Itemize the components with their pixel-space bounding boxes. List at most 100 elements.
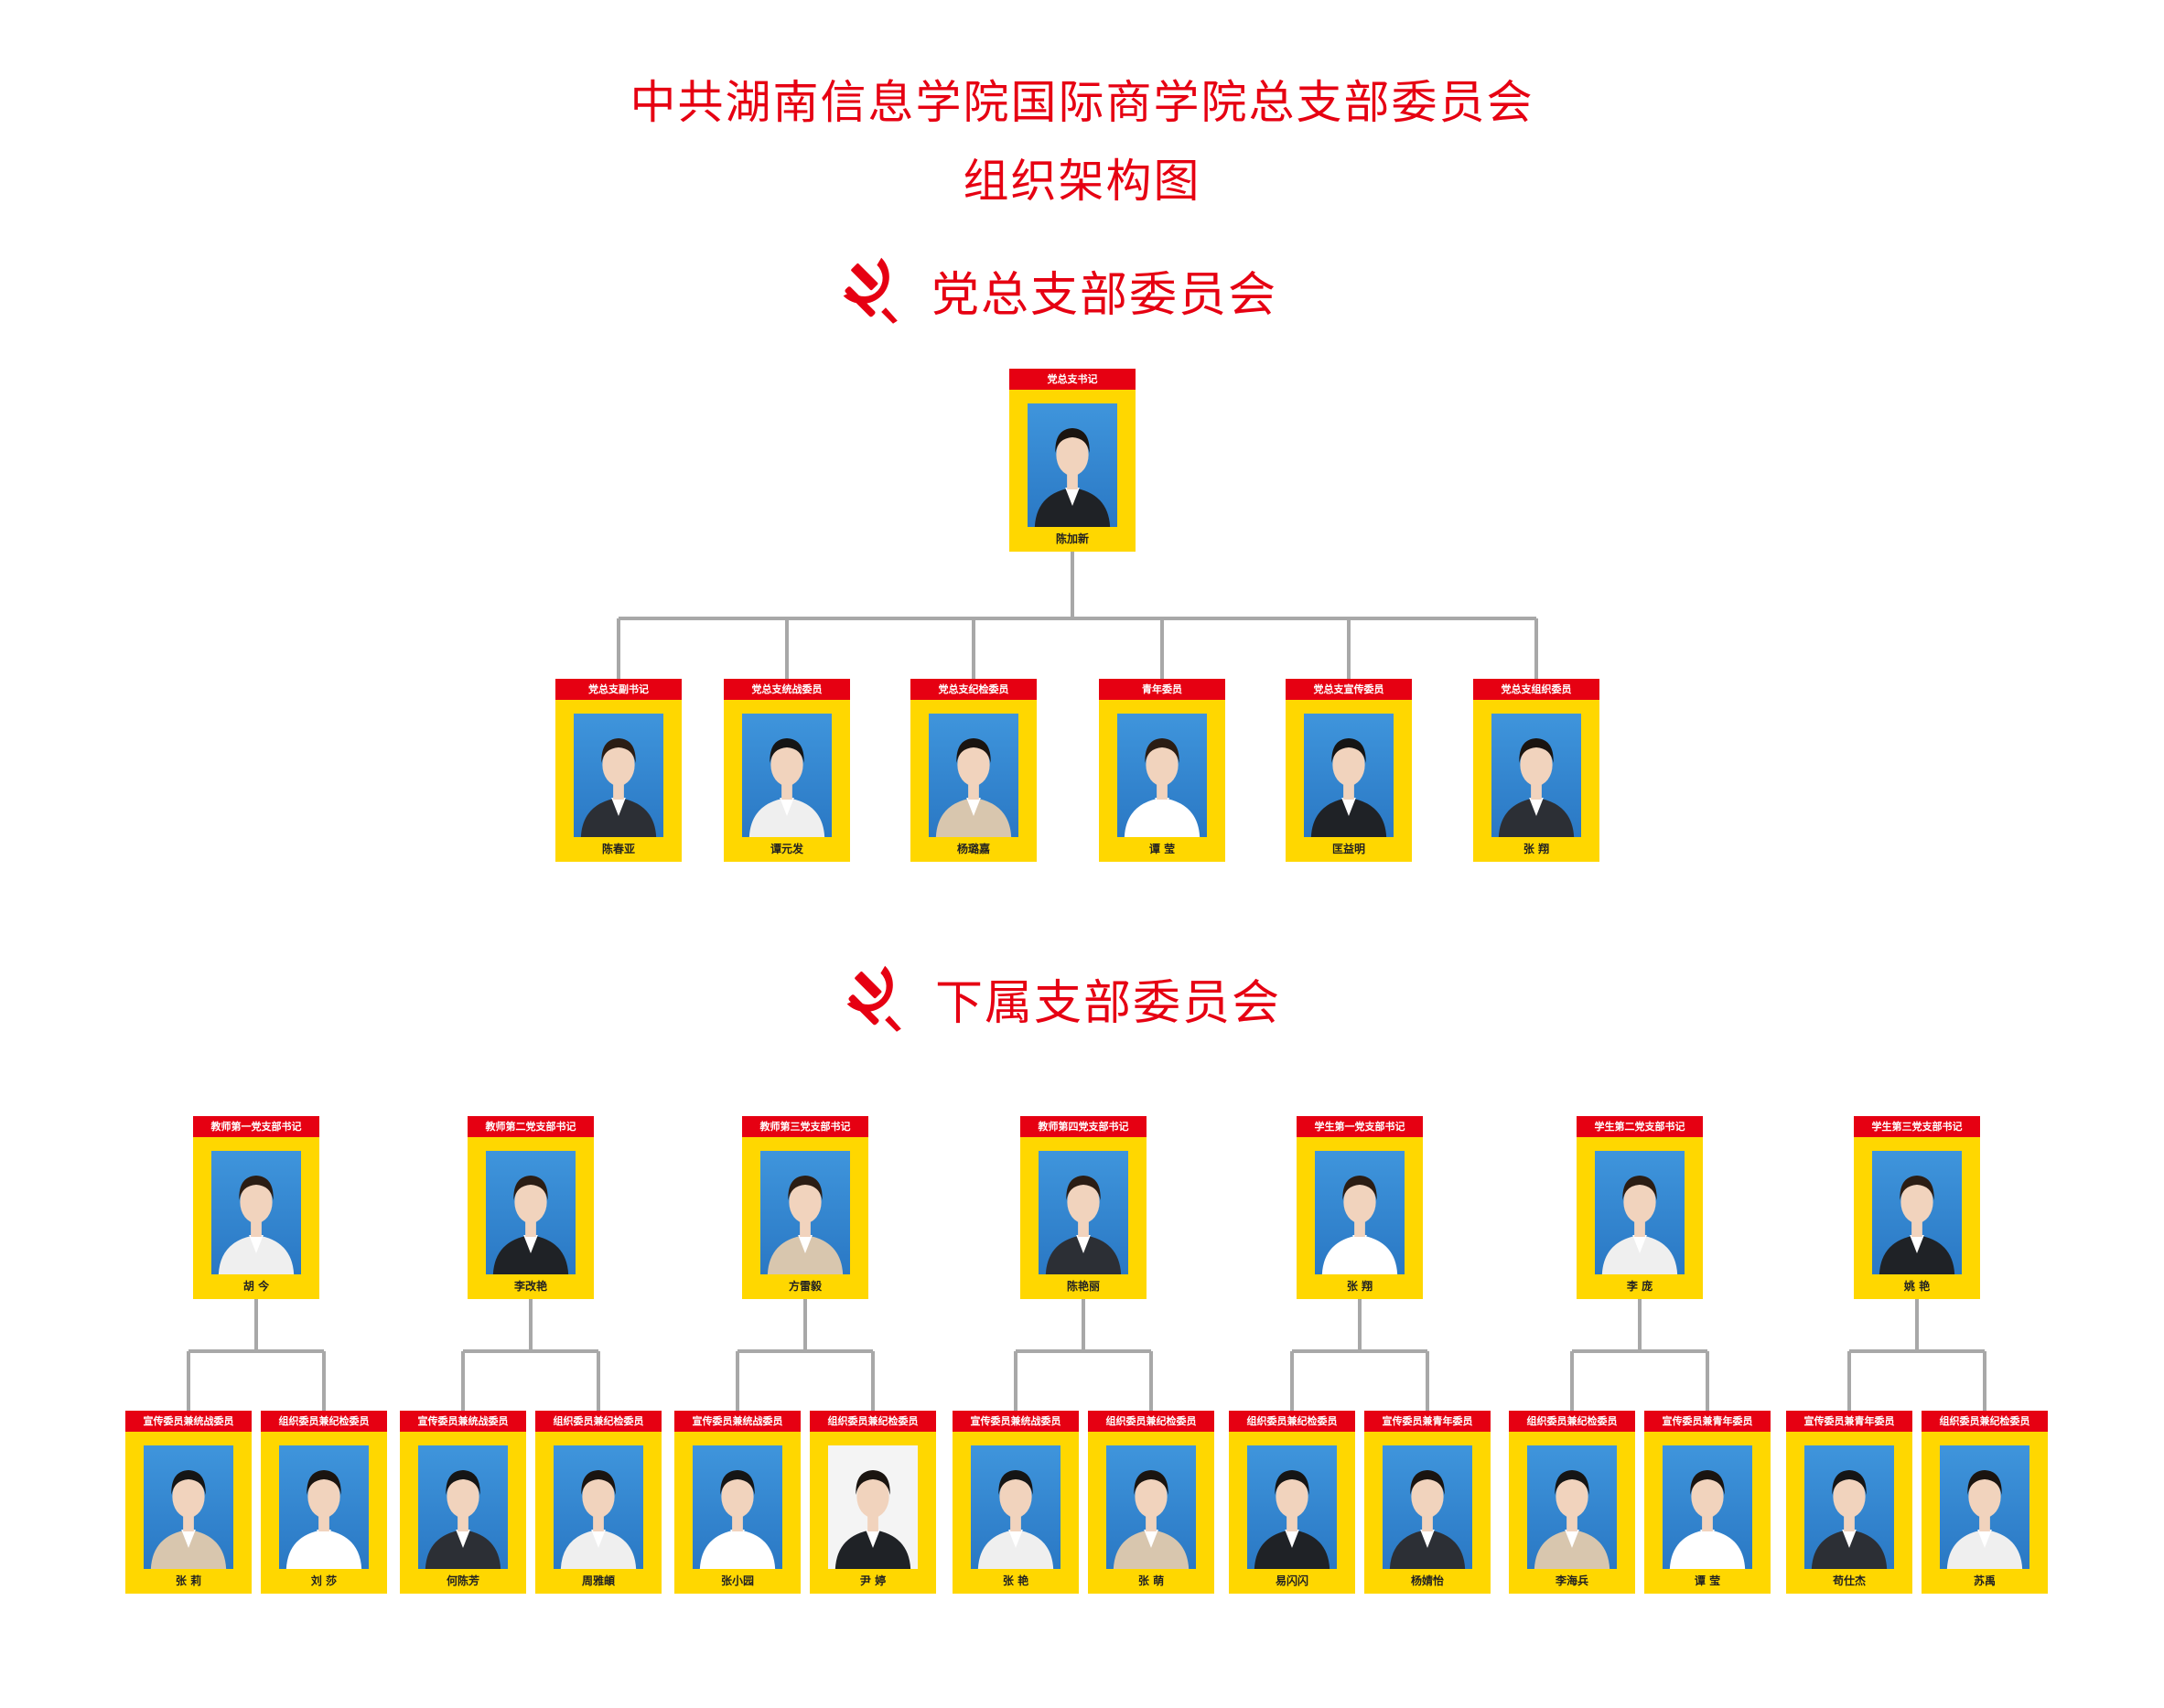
member-photo	[971, 1445, 1060, 1569]
member-photo	[211, 1151, 301, 1274]
card-role-label: 宣传委员兼统战委员	[674, 1411, 801, 1432]
portrait-figure	[492, 1176, 569, 1274]
branch-member-card: 宣传委员兼统战委员张 莉	[125, 1411, 252, 1594]
portrait-figure	[425, 1470, 501, 1569]
portrait-figure	[1498, 738, 1575, 837]
card-member-name: 苏禹	[1973, 1574, 1996, 1587]
branch-secretary-card: 学生第二党支部书记李 庞	[1577, 1116, 1703, 1299]
general-member-card: 党总支副书记陈春亚	[555, 679, 682, 862]
card-role-label: 党总支纪检委员	[910, 679, 1037, 700]
portrait-figure	[1811, 1470, 1888, 1569]
general-secretary-card: 党总支书记陈加新	[1009, 369, 1136, 552]
portrait-figure	[1601, 1176, 1678, 1274]
branch-secretary-card: 教师第四党支部书记陈艳丽	[1020, 1116, 1147, 1299]
portrait-figure	[748, 738, 825, 837]
card-member-name: 易闪闪	[1275, 1574, 1308, 1587]
card-member-name: 何陈芳	[446, 1574, 479, 1587]
branch-member-card: 宣传委员兼青年委员谭 莹	[1644, 1411, 1771, 1594]
member-photo	[418, 1445, 508, 1569]
card-member-name: 李 庞	[1626, 1280, 1653, 1293]
portrait-figure	[977, 1470, 1054, 1569]
portrait-figure	[1389, 1470, 1466, 1569]
member-photo	[1039, 1151, 1128, 1274]
branch-secretary-card: 教师第三党支部书记方雷毅	[742, 1116, 868, 1299]
card-role-label: 党总支宣传委员	[1286, 679, 1412, 700]
card-role-label: 教师第一党支部书记	[193, 1116, 319, 1137]
general-member-card: 青年委员谭 莹	[1099, 679, 1225, 862]
member-photo	[1663, 1445, 1752, 1569]
portrait-figure	[1034, 428, 1111, 527]
card-member-name: 张 萌	[1137, 1574, 1165, 1587]
member-photo	[760, 1151, 850, 1274]
card-member-name: 刘 莎	[310, 1574, 338, 1587]
branch-member-card: 宣传委员兼统战委员何陈芳	[400, 1411, 526, 1594]
member-photo	[1117, 714, 1207, 837]
card-member-name: 胡 今	[242, 1280, 270, 1293]
portrait-figure	[1879, 1176, 1955, 1274]
branch-member-card: 组织委员兼纪检委员刘 莎	[261, 1411, 387, 1594]
member-photo	[742, 714, 832, 837]
portrait-figure	[699, 1470, 776, 1569]
card-member-name: 李海兵	[1555, 1574, 1588, 1587]
branch-secretary-card: 学生第一党支部书记张 翔	[1297, 1116, 1423, 1299]
member-photo	[929, 714, 1018, 837]
card-role-label: 组织委员兼纪检委员	[1509, 1411, 1635, 1432]
branch-member-card: 宣传委员兼统战委员张小园	[674, 1411, 801, 1594]
member-photo	[554, 1445, 643, 1569]
card-member-name: 张小园	[720, 1574, 754, 1587]
card-member-name: 张 翔	[1523, 843, 1550, 855]
member-photo	[279, 1445, 369, 1569]
portrait-figure	[150, 1470, 227, 1569]
card-member-name: 李改艳	[513, 1280, 547, 1293]
portrait-figure	[1113, 1470, 1190, 1569]
member-photo	[693, 1445, 782, 1569]
card-member-name: 姚 艳	[1903, 1280, 1931, 1293]
card-member-name: 尹 婷	[859, 1574, 887, 1587]
card-role-label: 组织委员兼纪检委员	[261, 1411, 387, 1432]
card-role-label: 教师第四党支部书记	[1020, 1116, 1147, 1137]
card-member-name: 杨璐嘉	[956, 843, 990, 855]
portrait-figure	[285, 1470, 362, 1569]
branch-member-card: 组织委员兼纪检委员周雅頔	[535, 1411, 662, 1594]
branch-member-card: 宣传委员兼青年委员杨婧怡	[1364, 1411, 1491, 1594]
member-photo	[1028, 403, 1117, 527]
card-role-label: 宣传委员兼统战委员	[953, 1411, 1079, 1432]
portrait-figure	[1124, 738, 1200, 837]
member-photo	[1527, 1445, 1617, 1569]
card-role-label: 青年委员	[1099, 679, 1225, 700]
card-role-label: 宣传委员兼统战委员	[400, 1411, 526, 1432]
hammer-and-sickle-icon	[846, 965, 901, 1032]
branch-member-card: 组织委员兼纪检委员易闪闪	[1229, 1411, 1355, 1594]
page-subtitle: 组织架构图	[963, 155, 1201, 208]
card-role-label: 组织委员兼纪检委员	[1229, 1411, 1355, 1432]
section-heading-general: 党总支部委员会	[834, 249, 1277, 331]
portrait-figure	[1946, 1470, 2023, 1569]
card-member-name: 周雅頔	[581, 1574, 615, 1587]
card-role-label: 党总支书记	[1009, 369, 1136, 390]
general-member-card: 党总支组织委员张 翔	[1473, 679, 1599, 862]
branch-secretary-card: 教师第一党支部书记胡 今	[193, 1116, 319, 1299]
portrait-figure	[1045, 1176, 1122, 1274]
card-member-name: 杨婧怡	[1410, 1574, 1444, 1587]
page-title: 中共湖南信息学院国际商学院总支部委员会	[630, 76, 1534, 129]
branch-secretary-card: 教师第二党支部书记李改艳	[468, 1116, 594, 1299]
portrait-figure	[1310, 738, 1387, 837]
card-role-label: 学生第一党支部书记	[1297, 1116, 1423, 1137]
card-member-name: 方雷毅	[788, 1280, 822, 1293]
portrait-figure	[834, 1470, 911, 1569]
card-member-name: 张 艳	[1002, 1574, 1029, 1587]
member-photo	[1383, 1445, 1472, 1569]
card-role-label: 党总支副书记	[555, 679, 682, 700]
general-member-card: 党总支宣传委员匡益明	[1286, 679, 1412, 862]
card-member-name: 陈加新	[1055, 532, 1089, 545]
card-member-name: 苟仕杰	[1832, 1574, 1866, 1587]
card-role-label: 宣传委员兼青年委员	[1786, 1411, 1912, 1432]
branch-member-card: 组织委员兼纪检委员张 萌	[1088, 1411, 1214, 1594]
member-photo	[1106, 1445, 1196, 1569]
portrait-figure	[1534, 1470, 1610, 1569]
card-member-name: 陈艳丽	[1066, 1280, 1100, 1293]
branch-member-card: 组织委员兼纪检委员李海兵	[1509, 1411, 1635, 1594]
card-role-label: 学生第二党支部书记	[1577, 1116, 1703, 1137]
portrait-figure	[218, 1176, 295, 1274]
general-member-card: 党总支纪检委员杨璐嘉	[910, 679, 1037, 862]
